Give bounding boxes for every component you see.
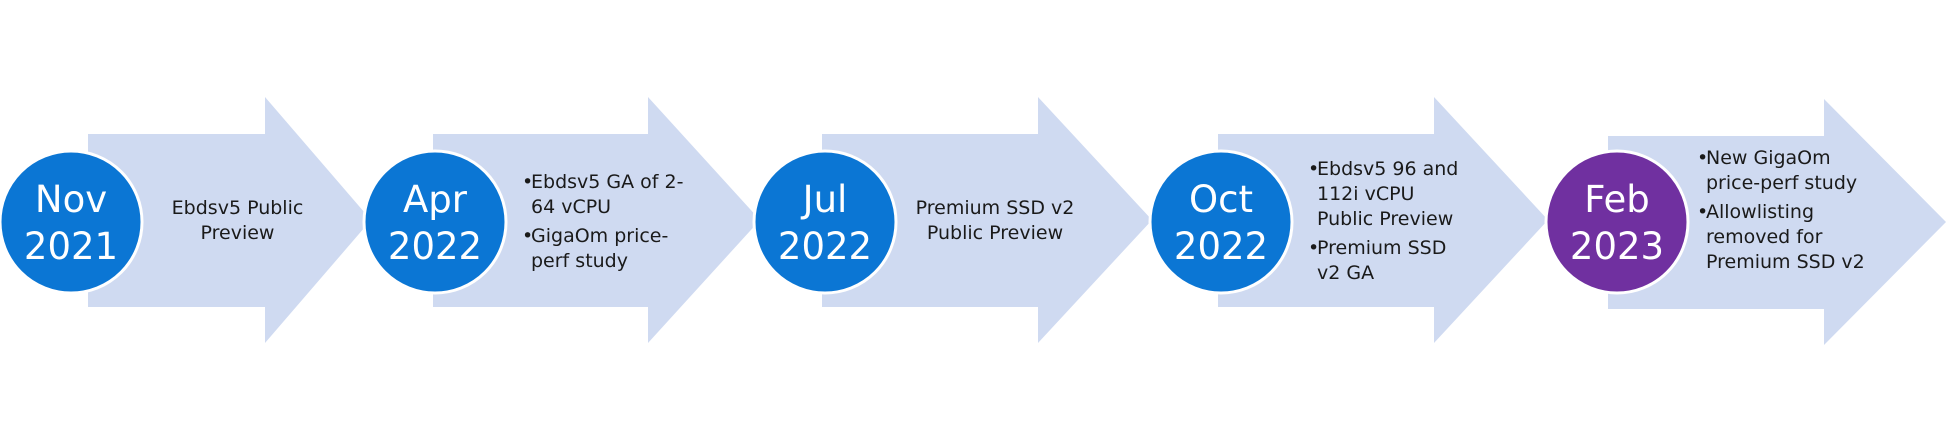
- timeline-arrow: [88, 97, 371, 343]
- milestone-year: 2022: [1174, 225, 1268, 268]
- milestone-month: Jul: [801, 178, 848, 221]
- milestone-bullets: Ebdsv5 GA of 2-64 vCPU GigaOm price-perf…: [522, 170, 692, 278]
- milestone-year: 2022: [778, 225, 872, 268]
- bullet-item: GigaOm price-perf study: [522, 224, 692, 274]
- bullet-item: Ebdsv5 96 and 112i vCPU Public Preview: [1308, 157, 1473, 232]
- milestone-bullets: New GigaOm price-perf study Allowlisting…: [1697, 146, 1872, 279]
- milestone-circle-highlight: [1544, 149, 1690, 295]
- timeline-arrow: [822, 97, 1152, 343]
- timeline-arrow: [433, 97, 760, 343]
- bullet-item: Allowlisting removed for Premium SSD v2: [1697, 200, 1872, 275]
- milestone-circle: [1148, 149, 1294, 295]
- milestone-description: Premium SSD v2 Public Preview: [915, 197, 1075, 244]
- bullet-item: Ebdsv5 GA of 2-64 vCPU: [522, 170, 692, 220]
- milestone-description: Ebdsv5 Public Preview: [171, 197, 304, 244]
- milestone-bullets: Ebdsv5 96 and 112i vCPU Public Preview P…: [1308, 157, 1473, 290]
- milestone-circle: [0, 149, 144, 295]
- milestone-year: 2022: [388, 225, 482, 268]
- milestone-circle: [362, 149, 508, 295]
- milestone-month: Nov: [35, 178, 107, 221]
- milestone-month: Feb: [1584, 178, 1650, 221]
- milestone-year: 2023: [1570, 225, 1664, 268]
- milestone-year: 2021: [24, 225, 118, 268]
- bullet-item: Premium SSD v2 GA: [1308, 236, 1473, 286]
- milestone-circle: [752, 149, 898, 295]
- milestone-month: Apr: [403, 178, 468, 221]
- bullet-item: New GigaOm price-perf study: [1697, 146, 1872, 196]
- milestone-month: Oct: [1189, 178, 1253, 221]
